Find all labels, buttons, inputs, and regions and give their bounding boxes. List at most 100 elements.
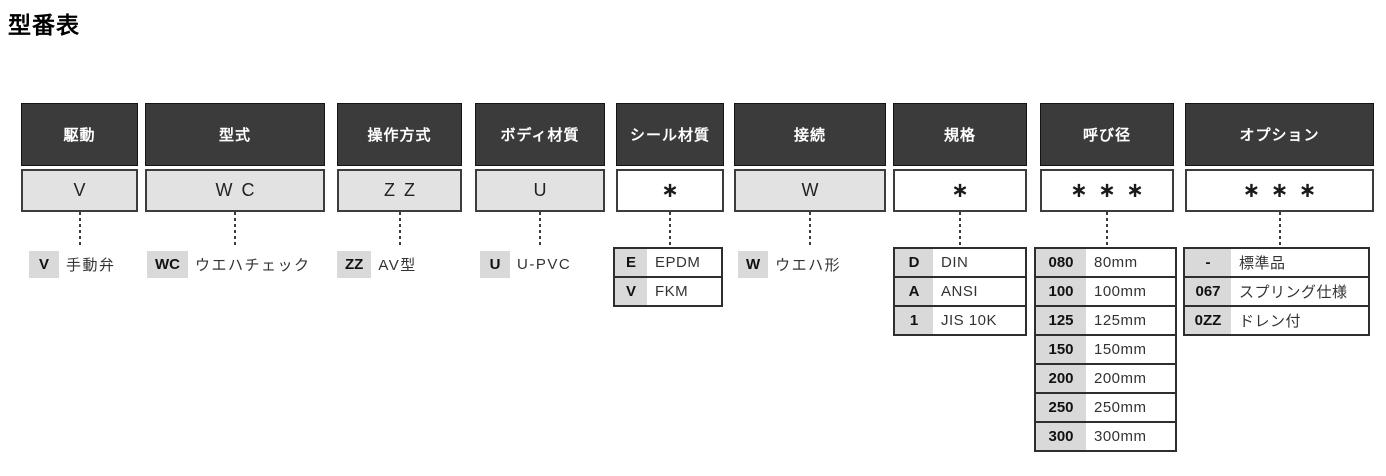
legend-code: E — [615, 249, 647, 276]
legend-code: 080 — [1036, 249, 1086, 276]
legend-label: U-PVC — [517, 256, 572, 273]
legend-label: EPDM — [655, 254, 701, 271]
column-value-cell: W — [734, 169, 886, 212]
legend-label: ドレン付 — [1239, 313, 1302, 330]
column-value-cell: ZZ — [337, 169, 462, 212]
legend-code-chip: WC — [147, 251, 188, 278]
legend-code-chip: V — [29, 251, 59, 278]
connector-dashed-line — [78, 212, 81, 248]
column-value: ∗∗∗ — [1242, 179, 1327, 202]
legend-label: FKM — [655, 283, 689, 300]
legend-code-chip: W — [738, 251, 769, 278]
legend-label: 100mm — [1094, 283, 1147, 300]
legend-label: ANSI — [941, 283, 979, 300]
legend-row: V FKM — [615, 276, 721, 305]
legend-code-chip: U — [480, 251, 510, 278]
legend-code: 125 — [1036, 307, 1086, 334]
column-header: 駆動 — [21, 103, 138, 166]
column-legend: ZZ AV型 — [337, 251, 417, 278]
legend-label: DIN — [941, 254, 969, 271]
legend-row: 125 125mm — [1036, 305, 1175, 334]
column-value-cell: ∗ — [616, 169, 724, 212]
legend-label: 手動弁 — [66, 257, 116, 274]
column-legend: V 手動弁 — [29, 251, 116, 278]
column-legend: D DIN A ANSI 1 JIS 10K — [893, 247, 1027, 336]
legend-row: 100 100mm — [1036, 276, 1175, 305]
column-header: 規格 — [893, 103, 1027, 166]
column-value: V — [73, 180, 95, 200]
column-legend: W ウエハ形 — [738, 251, 841, 278]
column-value: ∗∗∗ — [1070, 179, 1155, 202]
column-value: ZZ — [384, 180, 424, 200]
code-column-body-material: ボディ材質 U U U-PVC — [475, 0, 605, 476]
legend-code: D — [895, 249, 933, 276]
column-header: 呼び径 — [1040, 103, 1174, 166]
column-header: オプション — [1185, 103, 1374, 166]
legend-code: A — [895, 278, 933, 305]
legend-row: 067 スプリング仕様 — [1185, 276, 1368, 305]
legend-code: 100 — [1036, 278, 1086, 305]
legend-label: 200mm — [1094, 370, 1147, 387]
legend-label: ウエハ形 — [775, 257, 842, 274]
legend-label: 125mm — [1094, 312, 1147, 329]
column-value: U — [533, 180, 556, 200]
column-value: ∗ — [951, 179, 980, 202]
code-column-standard: 規格 ∗ D DIN A ANSI 1 JIS 10K — [893, 0, 1027, 476]
legend-row: 250 250mm — [1036, 392, 1175, 421]
column-value-cell: V — [21, 169, 138, 212]
connector-dashed-line — [234, 212, 236, 248]
code-column-operation-method: 操作方式 ZZ ZZ AV型 — [337, 0, 462, 476]
code-column-seal-material: シール材質 ∗ E EPDM V FKM — [613, 0, 724, 476]
legend-row: 1 JIS 10K — [895, 305, 1025, 334]
connector-dashed-line — [398, 212, 401, 248]
legend-code: 067 — [1185, 278, 1231, 305]
column-value-cell: ∗∗∗ — [1185, 169, 1374, 212]
legend-code: - — [1185, 249, 1231, 276]
column-value-cell: U — [475, 169, 605, 212]
column-header: ボディ材質 — [475, 103, 605, 166]
legend-label: JIS 10K — [941, 312, 998, 329]
legend-label: 300mm — [1094, 428, 1147, 445]
legend-label: AV型 — [378, 257, 417, 274]
legend-label: 150mm — [1094, 341, 1147, 358]
column-header: 操作方式 — [337, 103, 462, 166]
legend-label: 80mm — [1094, 254, 1138, 271]
legend-code-chip: ZZ — [337, 251, 372, 278]
connector-dashed-line — [669, 212, 671, 248]
legend-label: スプリング仕様 — [1239, 284, 1348, 301]
legend-code: 300 — [1036, 423, 1086, 450]
legend-code: 1 — [895, 307, 933, 334]
connector-dashed-line — [1106, 212, 1108, 248]
column-header: 型式 — [145, 103, 325, 166]
connector-dashed-line — [1278, 212, 1281, 248]
column-header: シール材質 — [616, 103, 724, 166]
legend-code: 250 — [1036, 394, 1086, 421]
legend-row: -標準品 — [1185, 249, 1368, 276]
page-title: 型番表 — [8, 12, 80, 38]
connector-dashed-line — [539, 212, 541, 248]
legend-row: E EPDM — [615, 249, 721, 276]
column-value-cell: WC — [145, 169, 325, 212]
column-value: W — [801, 180, 828, 200]
connector-dashed-line — [809, 212, 811, 248]
code-column-connection: 接続 W W ウエハ形 — [734, 0, 886, 476]
column-legend: U U-PVC — [480, 251, 571, 278]
legend-label: 250mm — [1094, 399, 1147, 416]
column-value-cell: ∗∗∗ — [1040, 169, 1174, 212]
legend-code: V — [615, 278, 647, 305]
legend-row: 080 80mm — [1036, 249, 1175, 276]
connector-dashed-line — [959, 212, 961, 248]
column-header: 接続 — [734, 103, 886, 166]
column-value-cell: ∗ — [893, 169, 1027, 212]
legend-row: 300 300mm — [1036, 421, 1175, 450]
column-value: WC — [215, 180, 264, 200]
